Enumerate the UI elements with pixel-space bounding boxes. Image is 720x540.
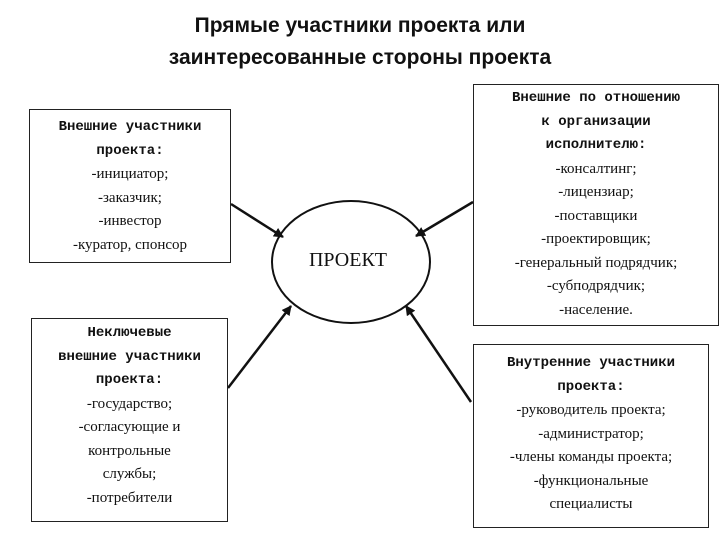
list-item: -инвестор (98, 213, 162, 229)
list-item: -консалтинг; (555, 160, 637, 177)
list-item: -согласующие и (78, 419, 181, 435)
diagram-title: Прямые участники проекта или заинтересов… (0, 10, 720, 74)
box-head-line: к организации (541, 113, 651, 130)
arrow-organization-to-project (415, 200, 474, 238)
box-head-line: проекта: (96, 142, 164, 159)
list-item: -потребители (86, 489, 173, 506)
arrow-internal-to-project (404, 305, 473, 403)
box-external-participants: Внешние участники проекта: -инициатор; -… (29, 109, 231, 263)
list-item: -руководитель проекта; (516, 402, 666, 418)
box-external-to-organization: Внешние по отношению к организации испол… (473, 84, 719, 326)
box-head-line: проекта: (557, 378, 625, 395)
list-item: -члены команды проекта; (509, 449, 673, 465)
list-item: контрольные (88, 442, 171, 459)
box-head-line: внешние участники (58, 348, 201, 365)
list-item: -функциональные (533, 472, 649, 489)
box-head-line: Внутренние участники (506, 355, 676, 371)
list-item: -администратор; (538, 425, 644, 442)
list-item: -поставщики (554, 207, 638, 224)
title-line-1: Прямые участники проекта или (194, 14, 526, 37)
list-item: специалисты (549, 496, 633, 512)
list-item: -инициатор; (91, 166, 169, 182)
list-item: -государство; (86, 395, 173, 412)
project-label: ПРОЕКТ (308, 249, 388, 271)
box-head-line: Внешние по отношению (511, 90, 681, 106)
list-item: -субподрядчик; (546, 278, 646, 294)
list-item: -генеральный подрядчик; (514, 254, 678, 271)
list-item: службы; (102, 466, 157, 482)
box-head-line: исполнителю: (545, 137, 647, 153)
box-head-line: Неключевые (87, 325, 172, 341)
list-item: -куратор, спонсор (72, 236, 188, 253)
arrow-nonkey-to-project (227, 305, 292, 389)
box-nonkey-external-participants: Неключевые внешние участники проекта: -г… (31, 318, 228, 522)
arrow-external-to-project (230, 202, 284, 239)
box-head-line: Внешние участники (58, 119, 202, 135)
list-item: -население. (559, 301, 633, 318)
box-internal-participants: Внутренние участники проекта: -руководит… (473, 344, 709, 528)
list-item: -заказчик; (98, 189, 162, 206)
title-line-2: заинтересованные стороны проекта (168, 46, 552, 69)
list-item: -проектировщик; (541, 231, 651, 247)
list-item: -лицензиар; (558, 184, 634, 200)
box-head-line: проекта: (95, 372, 164, 388)
project-ellipse (271, 200, 431, 324)
